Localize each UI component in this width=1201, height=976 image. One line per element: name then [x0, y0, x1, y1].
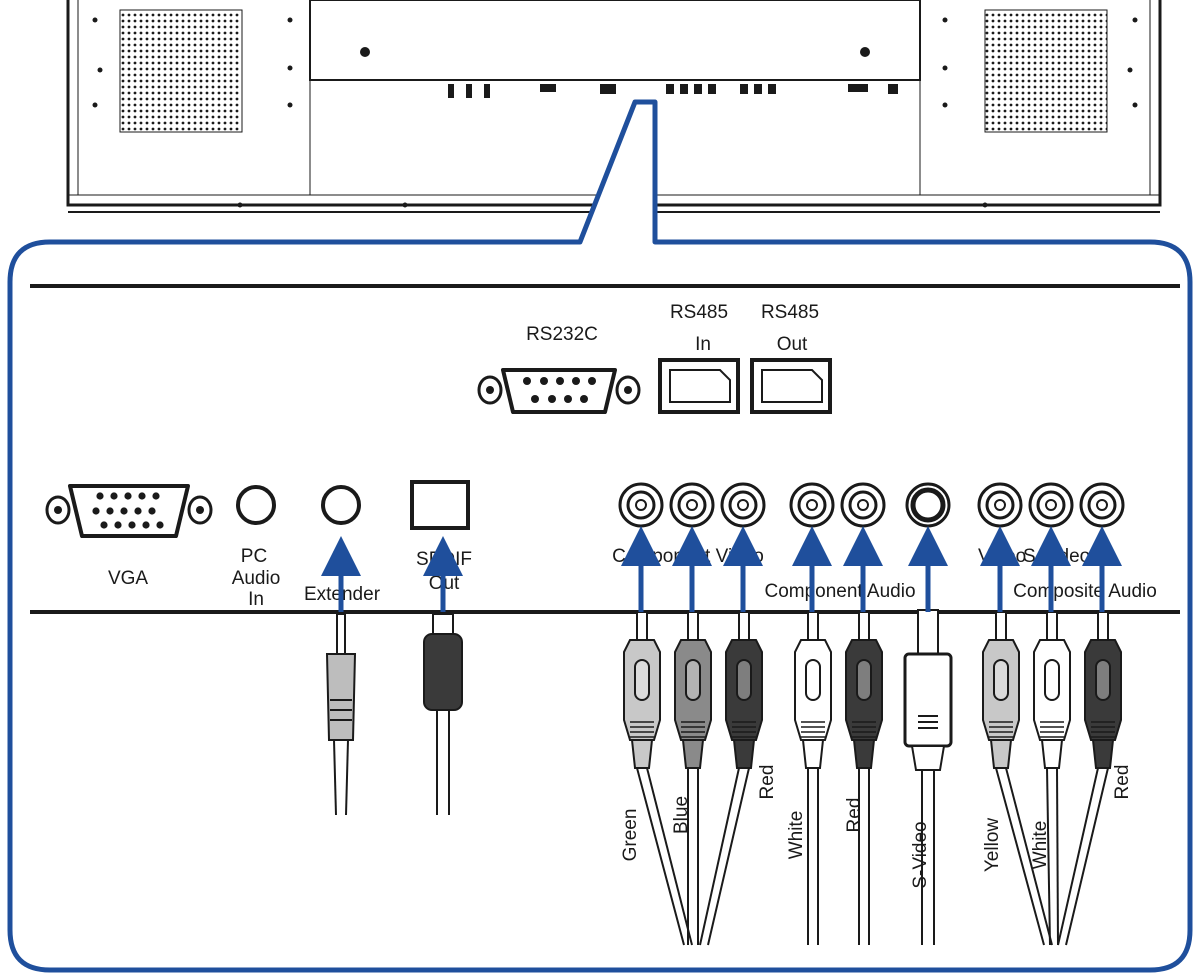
- connector-panel-housing: [309, 0, 921, 81]
- component-audio-label: Component Audio: [764, 581, 915, 602]
- vga-label: VGA: [108, 568, 148, 589]
- rs485-in-port: [658, 358, 740, 414]
- rs485-out-label-1: RS485: [761, 302, 819, 323]
- cable-label-8: Red: [1112, 765, 1133, 800]
- rca-plug-red-audio: [845, 611, 883, 769]
- left-speaker-grille: [119, 9, 243, 133]
- rs485-out-port: [750, 358, 832, 414]
- pc-audio-label-3: In: [248, 589, 264, 610]
- spdif-plug: [423, 613, 463, 815]
- rca-plug-red-composite: [1084, 611, 1122, 769]
- cable-label-6: Yellow: [982, 818, 1003, 873]
- rs485-out-label-2: Out: [777, 334, 808, 355]
- cable-label-2: Red: [757, 765, 778, 800]
- rs232c-port: [477, 368, 641, 414]
- right-speaker-grille: [984, 9, 1108, 133]
- spdif-out-port: [410, 480, 470, 530]
- cable-label-7: White: [1030, 821, 1051, 870]
- rs485-in-label-1: RS485: [670, 302, 728, 323]
- composite-audio-label: Composite Audio: [1013, 581, 1157, 602]
- rca-jack-composite-audio-right: [1079, 482, 1125, 528]
- rca-plug-yellow: [982, 611, 1020, 769]
- pc-audio-label-2: Audio: [232, 568, 281, 589]
- rca-plug-white-audio: [794, 611, 832, 769]
- rca-jack-component-green: [618, 482, 664, 528]
- rca-jack-composite-audio-left: [1028, 482, 1074, 528]
- zoom-callout-frame: [7, 99, 1193, 973]
- pc-audio-in-port: [236, 485, 276, 525]
- rca-jack-composite-video: [977, 482, 1023, 528]
- cable-label-4: Red: [844, 798, 865, 833]
- mini-connector-row: [448, 84, 898, 98]
- ir-extender-port: [321, 485, 361, 525]
- cable-label-1: Blue: [671, 796, 692, 834]
- rca-jack-audio-left: [789, 482, 835, 528]
- cable-bundles: [636, 767, 1109, 946]
- rs485-in-label-2: In: [695, 334, 711, 355]
- rca-jack-audio-right: [840, 482, 886, 528]
- s-video-plug: [903, 609, 953, 945]
- cable-label-0: Green: [620, 809, 641, 862]
- monitor-rear: [66, 0, 1162, 213]
- s-video-jack: [905, 482, 951, 528]
- rca-plug-red-video: [725, 611, 763, 769]
- rca-plug-white-composite: [1033, 611, 1071, 769]
- cable-label-5: S-Video: [910, 821, 931, 888]
- rca-jack-component-red: [720, 482, 766, 528]
- connection-arrows: [321, 526, 1122, 612]
- s-video-jack-label: S-Video: [1023, 546, 1090, 567]
- cable-label-3: White: [786, 811, 807, 860]
- rca-plug-green: [623, 611, 661, 769]
- rca-jack-component-blue: [669, 482, 715, 528]
- ir-extender-plug: [325, 613, 357, 816]
- rs232c-label: RS232C: [526, 324, 598, 345]
- vga-port: [45, 484, 213, 538]
- pc-audio-label-1: PC: [241, 546, 267, 567]
